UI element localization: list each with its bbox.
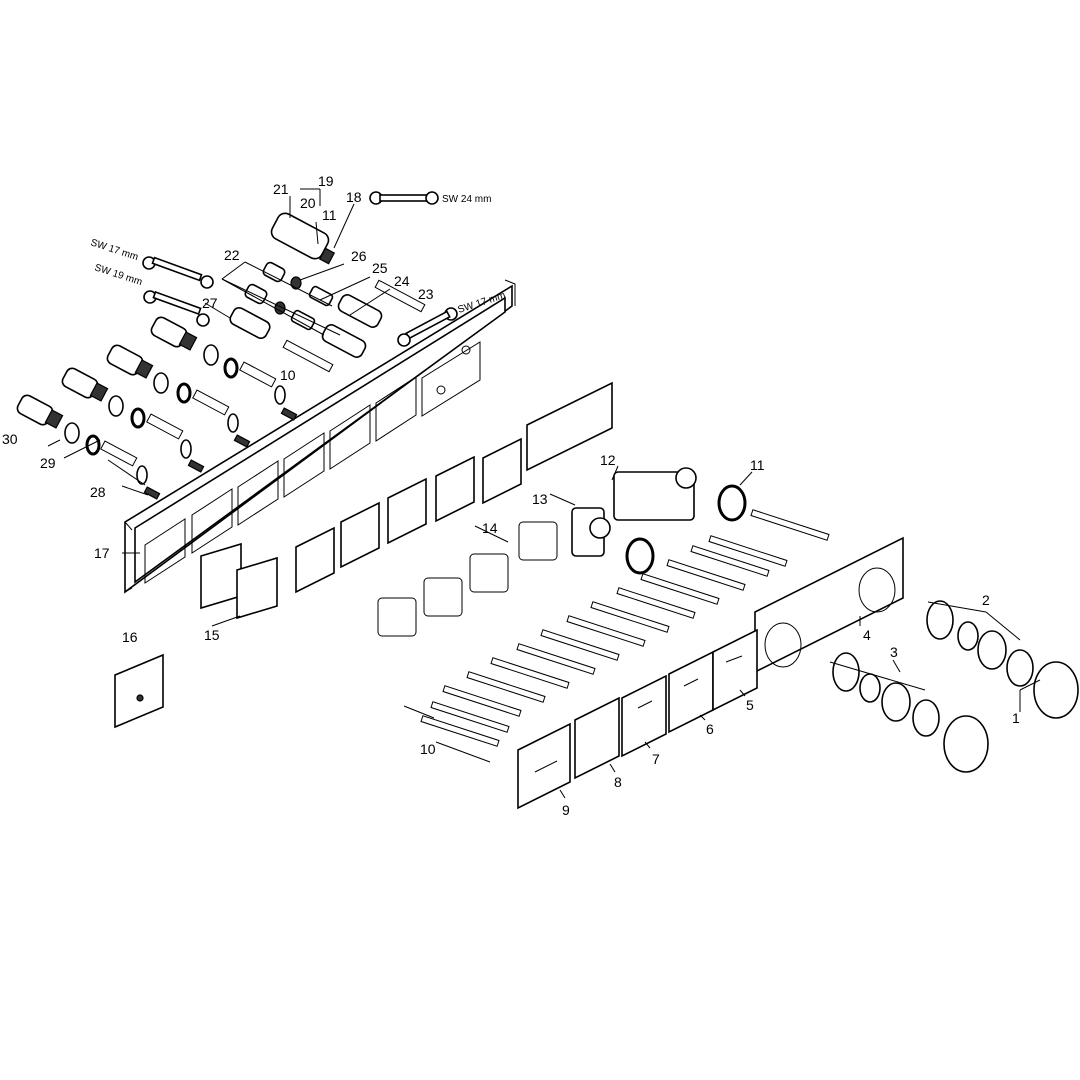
part-label: 5	[746, 697, 754, 713]
wrench-icon	[397, 307, 458, 347]
part-label: 28	[90, 484, 106, 500]
handle-assemblies	[832, 600, 1079, 773]
wrench-size-label: SW 17 mm	[89, 237, 139, 263]
part-label: 7	[652, 751, 660, 767]
part-label: 29	[40, 455, 56, 471]
gasket-frames	[200, 381, 613, 637]
part-label: 16	[122, 629, 138, 645]
part-label: 2	[982, 592, 990, 608]
part-label: 11	[750, 457, 765, 473]
part-label: 1	[1012, 710, 1020, 726]
function-buttons	[517, 628, 758, 810]
part-label: 10	[280, 367, 296, 383]
part-label: 23	[418, 286, 434, 302]
part-label: 8	[614, 774, 622, 790]
mounting-template	[114, 653, 164, 729]
part-label: 9	[562, 802, 570, 818]
thermostat-cartridge-parts	[229, 212, 426, 373]
part-label: 15	[204, 627, 220, 643]
mounting-frame	[124, 279, 516, 594]
part-labels: 21 19 20 18 11 22 26 25 24 23 27 10 30 2…	[2, 173, 1020, 818]
part-label: 24	[394, 273, 410, 289]
part-label: 3	[890, 644, 898, 660]
part-label: 4	[863, 627, 871, 643]
leader-lines	[47, 188, 1041, 799]
part-label: 12	[600, 452, 616, 468]
wrench-size-label: SW 24 mm	[442, 194, 491, 205]
part-label: 22	[224, 247, 240, 263]
part-label: 19	[318, 173, 334, 189]
wrench-icon	[143, 290, 210, 327]
part-label: 10	[420, 741, 436, 757]
wrench-icon	[142, 256, 214, 289]
part-label: 14	[482, 520, 498, 536]
part-label: 6	[706, 721, 714, 737]
wrench-tools	[142, 191, 458, 347]
part-label: 25	[372, 260, 388, 276]
part-label: 30	[2, 431, 18, 447]
part-label: 26	[351, 248, 367, 264]
wrench-size-label: SW 19 mm	[93, 262, 143, 288]
diverter-housings	[571, 467, 747, 575]
long-screws	[420, 509, 830, 747]
part-label: 21	[273, 181, 289, 197]
part-label: 17	[94, 545, 110, 561]
cartridge-assemblies	[16, 316, 298, 500]
part-label: 13	[532, 491, 548, 507]
wrench-icon	[369, 191, 439, 205]
part-label: 27	[202, 295, 218, 311]
part-label: 20	[300, 195, 316, 211]
part-label: 18	[346, 189, 362, 205]
part-label: 11	[322, 207, 337, 223]
